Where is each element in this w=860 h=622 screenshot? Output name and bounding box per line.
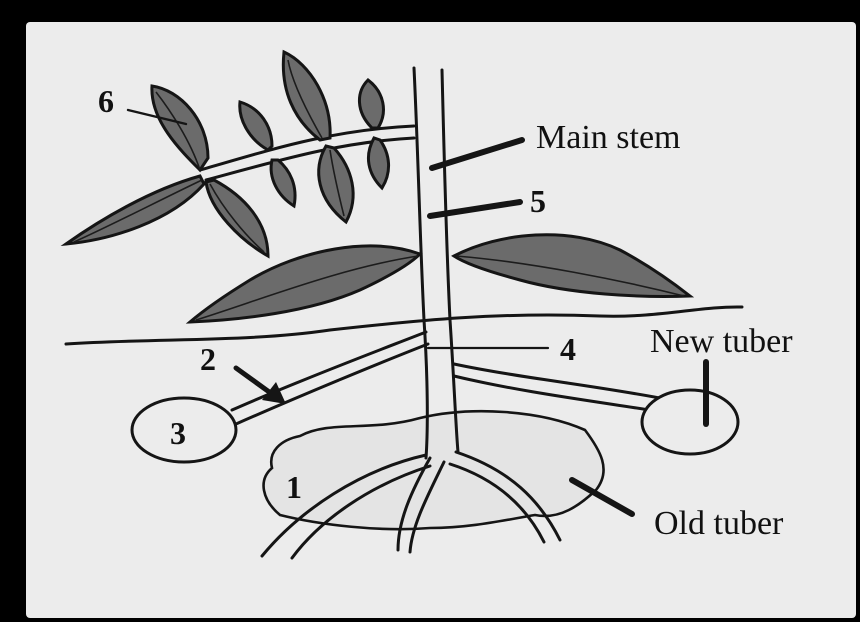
root-mid-left	[396, 456, 432, 552]
label-6: 6	[98, 83, 114, 119]
label-main-stem: Main stem	[536, 119, 680, 156]
label-2: 2	[200, 341, 216, 377]
big-leaf-right	[451, 233, 695, 298]
main-stem-right-edge	[440, 68, 460, 454]
label-2-arrow-shaft	[233, 365, 275, 397]
label-old-tuber: Old tuber	[654, 505, 784, 542]
leaflet-far-left	[60, 174, 206, 247]
right-stolon-top	[452, 362, 672, 402]
root-left-inner	[290, 464, 432, 560]
compound-leaf	[60, 49, 390, 259]
label-6-pointer	[126, 108, 188, 126]
label-5: 5	[530, 183, 546, 219]
label-5-pointer	[427, 199, 523, 219]
root-right-outer	[454, 450, 562, 542]
root-right-inner	[448, 462, 546, 544]
main-stem-pointer	[429, 137, 525, 171]
leaflet-small-1	[238, 100, 274, 152]
leaflet-right-lower	[366, 136, 390, 191]
small-tuber-3	[130, 396, 238, 464]
label-2-arrowhead	[262, 382, 286, 404]
right-stolon-bottom	[452, 374, 664, 414]
leaflet-tall	[281, 49, 332, 142]
leaflet-small-2	[269, 158, 297, 209]
left-stolon-top	[230, 330, 428, 412]
leaflet-lower-left	[204, 178, 270, 259]
old-tuber-pointer	[569, 477, 635, 517]
new-tuber	[640, 388, 740, 456]
leaflet-right-top	[358, 78, 385, 130]
label-1: 1	[286, 469, 302, 505]
root-left-outer	[260, 453, 428, 558]
root-mid-right	[408, 460, 446, 554]
leaf-branch-stalk-top	[198, 124, 416, 172]
label-4: 4	[560, 331, 576, 367]
old-tuber	[262, 409, 605, 531]
leaf-branch-stalk-bottom	[204, 136, 416, 182]
label-3: 3	[170, 415, 186, 451]
left-stolon-bottom	[234, 342, 430, 426]
label-new-tuber: New tuber	[650, 323, 793, 360]
main-stem-left-edge	[412, 66, 429, 460]
